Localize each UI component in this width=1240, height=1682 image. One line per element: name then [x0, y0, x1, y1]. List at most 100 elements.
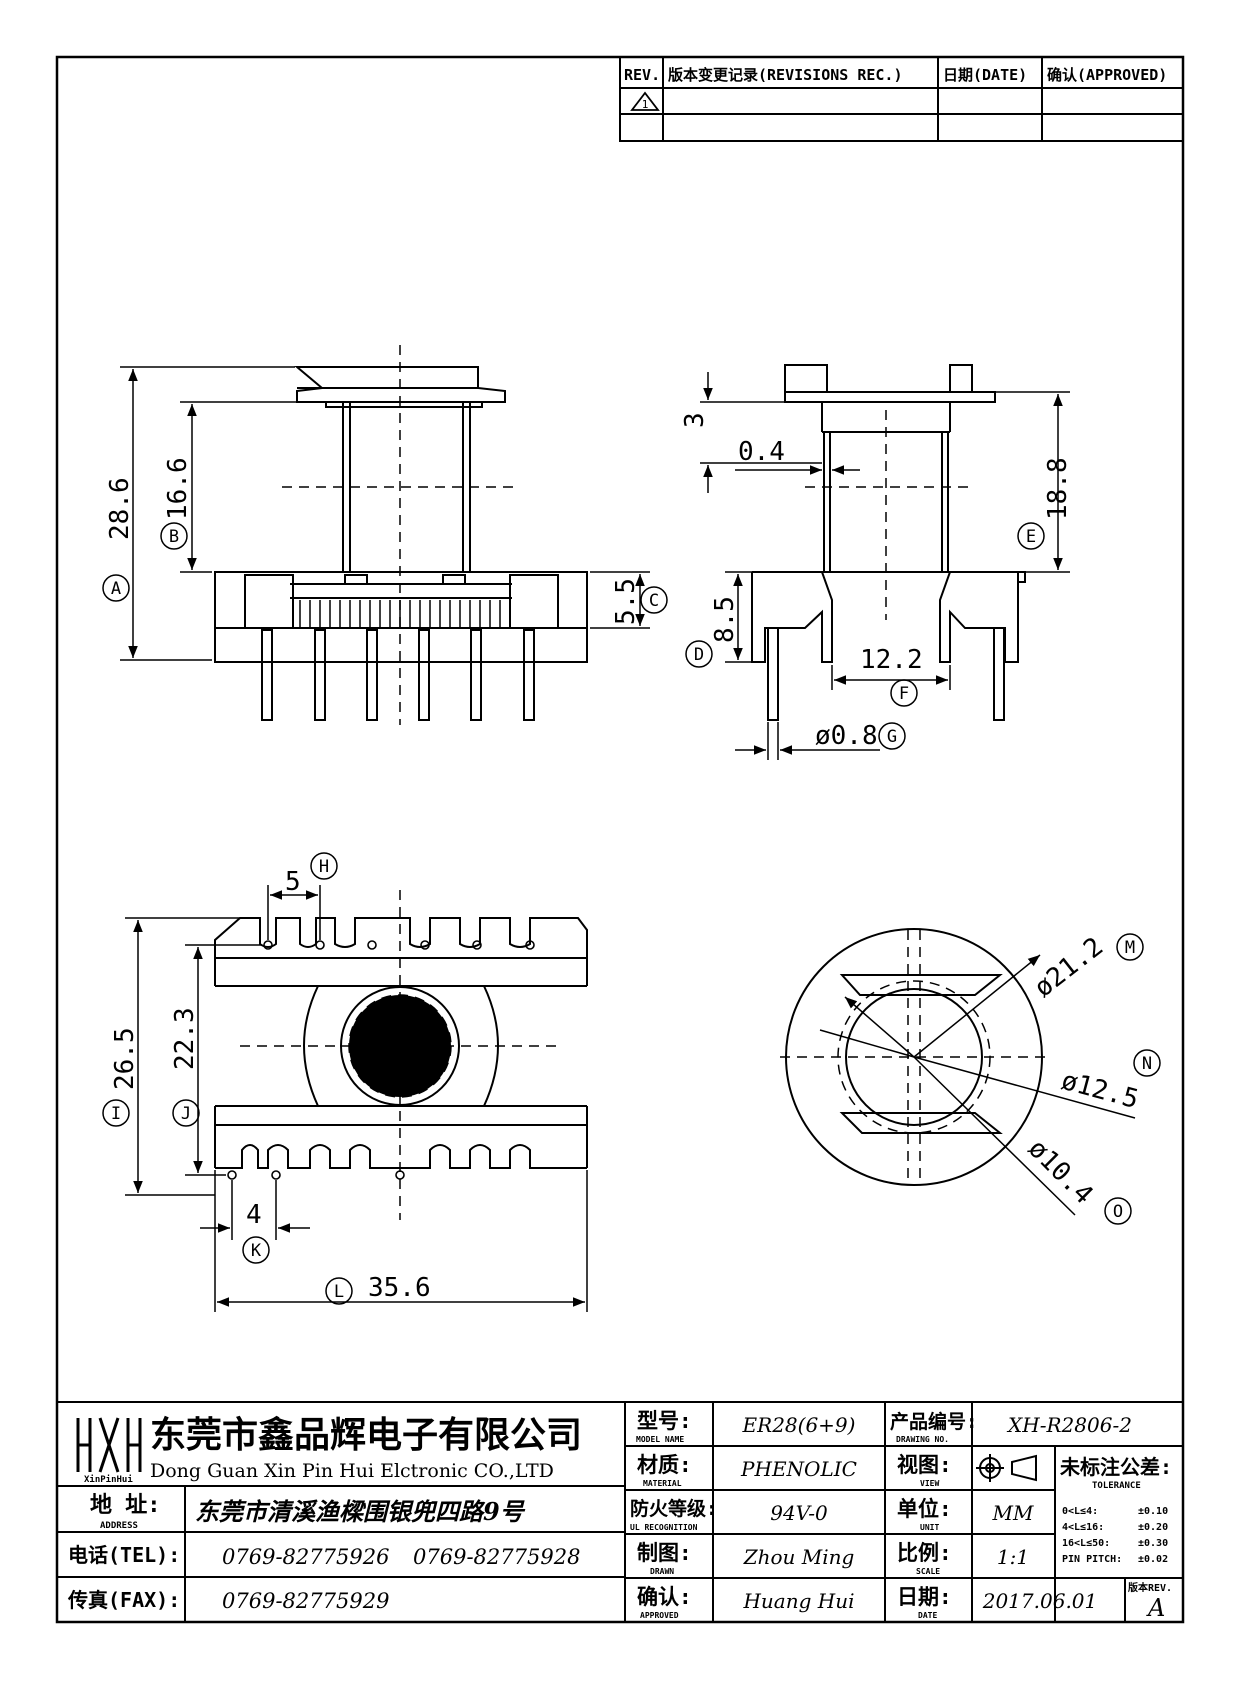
- bottom-view-leader-lines: [819, 954, 1136, 1216]
- unit-label-en: UNIT: [920, 1523, 939, 1532]
- dim-M-value: ø21.2: [1029, 932, 1109, 1004]
- drawn-label: 制图:: [637, 1541, 692, 1565]
- address-label-en: ADDRESS: [100, 1521, 138, 1531]
- svg-text:C: C: [649, 591, 659, 611]
- svg-text:K: K: [251, 1241, 262, 1261]
- svg-text:H: H: [319, 857, 329, 877]
- dim-K-value: 4: [246, 1200, 262, 1230]
- side-view-dimension-lines: [700, 372, 1070, 760]
- sheet-border: [55, 55, 1185, 1624]
- dim-E-value: 18.8: [1043, 457, 1073, 520]
- dim-A-value: 28.6: [105, 477, 135, 540]
- title-block-grid: [57, 1401, 1183, 1622]
- drawn-label-en: DRAWN: [650, 1567, 674, 1576]
- tolerance-value-2: ±0.20: [1138, 1522, 1168, 1533]
- revision-triangle-icon: 1: [630, 91, 660, 111]
- dim-wall-value: 0.4: [738, 437, 785, 467]
- svg-text:D: D: [694, 645, 704, 665]
- unit-label: 单位:: [897, 1497, 952, 1521]
- svg-text:I: I: [111, 1104, 121, 1124]
- svg-text:M: M: [1125, 938, 1135, 958]
- rev-label: 版本REV.: [1128, 1581, 1172, 1594]
- tolerance-range-4: PIN PITCH:: [1062, 1554, 1122, 1565]
- date-label: 日期:: [897, 1585, 952, 1609]
- svg-text:A: A: [111, 579, 121, 599]
- date-label-en: DATE: [918, 1611, 937, 1620]
- tolerance-range-2: 4<L≤16:: [1062, 1522, 1104, 1533]
- ul-label: 防火等级:: [630, 1497, 717, 1520]
- svg-text:J: J: [181, 1104, 191, 1124]
- svg-text:E: E: [1026, 527, 1036, 547]
- rev-header: REV.: [624, 66, 660, 84]
- reference-bubble-letters: A B C D E F G H I J K L M N O: [111, 527, 1152, 1302]
- approved-value: Huang Hui: [742, 1589, 854, 1613]
- svg-text:1: 1: [642, 98, 649, 111]
- side-view-centerlines: [805, 410, 970, 620]
- tel-label: 电话(TEL):: [68, 1543, 180, 1567]
- side-view: [751, 364, 1026, 721]
- reference-bubbles: [102, 522, 1161, 1305]
- tolerance-value-1: ±0.10: [1138, 1506, 1168, 1517]
- tolerance-range-3: 16<L≤50:: [1062, 1538, 1110, 1549]
- dim-D-value: 8.5: [710, 596, 740, 643]
- approved-label-en: APPROVED: [640, 1611, 679, 1620]
- tolerance-title-en: TOLERANCE: [1092, 1481, 1141, 1491]
- approved-label: 确认:: [637, 1585, 692, 1609]
- ul-label-en: UL RECOGNITION: [630, 1523, 698, 1532]
- svg-text:B: B: [169, 527, 179, 547]
- dim-C-value: 5.5: [611, 578, 641, 625]
- company-logo: [76, 1417, 142, 1473]
- company-name-en: Dong Guan Xin Pin Hui Elctronic CO.,LTD: [150, 1460, 554, 1482]
- revision-table: [619, 56, 1184, 142]
- dim-top-gap-value: 3: [680, 412, 710, 428]
- tolerance-range-1: 0<L≤4:: [1062, 1506, 1098, 1517]
- plan-view: [214, 917, 588, 1169]
- drawing-no-label: 产品编号:: [890, 1410, 977, 1433]
- dim-G-value: ø0.8: [815, 721, 878, 751]
- view-label-en: VIEW: [920, 1479, 939, 1488]
- scale-label-en: SCALE: [916, 1567, 940, 1576]
- drawing-no-label-en: DRAWING NO.: [896, 1435, 949, 1444]
- tel-value-2: 0769-82775928: [413, 1545, 580, 1569]
- plan-view-pin-holes: [227, 940, 535, 1180]
- tolerance-title: 未标注公差:: [1060, 1455, 1172, 1479]
- view-label: 视图:: [897, 1453, 952, 1477]
- svg-text:N: N: [1142, 1054, 1152, 1074]
- front-view: [214, 366, 588, 721]
- scale-label: 比例:: [897, 1541, 952, 1565]
- bottom-view-centerlines: [780, 930, 1050, 1185]
- company-name-cn: 东莞市鑫品辉电子有限公司: [150, 1414, 582, 1456]
- tolerance-value-3: ±0.30: [1138, 1538, 1168, 1549]
- approved-header: 确认(APPROVED): [1047, 66, 1167, 84]
- svg-text:G: G: [887, 727, 897, 747]
- front-view-dimension-lines: [120, 366, 650, 661]
- drawn-value: Zhou Ming: [743, 1545, 855, 1569]
- svg-text:F: F: [899, 684, 909, 704]
- date-header: 日期(DATE): [943, 66, 1027, 84]
- dim-J-value: 22.3: [170, 1007, 200, 1070]
- model-label-en: MODEL NAME: [636, 1435, 684, 1444]
- svg-text:L: L: [334, 1282, 344, 1302]
- projection-symbol-icon: [976, 1454, 1037, 1482]
- model-value: ER28(6+9): [742, 1413, 856, 1437]
- ul-value: 94V-0: [770, 1501, 828, 1525]
- drawing-no-value: XH-R2806-2: [1006, 1413, 1132, 1437]
- revisions-header: 版本变更记录(REVISIONS REC.): [668, 66, 903, 84]
- tolerance-value-4: ±0.02: [1138, 1554, 1168, 1565]
- address-label: 地 址:: [90, 1493, 161, 1518]
- unit-value: MM: [992, 1501, 1034, 1525]
- logo-text: XinPinHui: [84, 1474, 133, 1485]
- front-view-ribs: [299, 600, 501, 628]
- rev-value: A: [1146, 1594, 1165, 1622]
- fax-value: 0769-82775929: [222, 1589, 389, 1613]
- dim-F-value: 12.2: [860, 645, 923, 675]
- plan-view-centerlines: [240, 890, 560, 1220]
- plan-view-dimension-lines: [125, 885, 588, 1312]
- material-value: PHENOLIC: [740, 1457, 857, 1481]
- fax-label: 传真(FAX):: [67, 1588, 180, 1612]
- model-label: 型号:: [637, 1409, 692, 1433]
- svg-text:O: O: [1113, 1202, 1123, 1222]
- address-value: 东莞市清溪渔樑围银兜四路9号: [195, 1497, 526, 1526]
- material-label: 材质:: [637, 1453, 692, 1477]
